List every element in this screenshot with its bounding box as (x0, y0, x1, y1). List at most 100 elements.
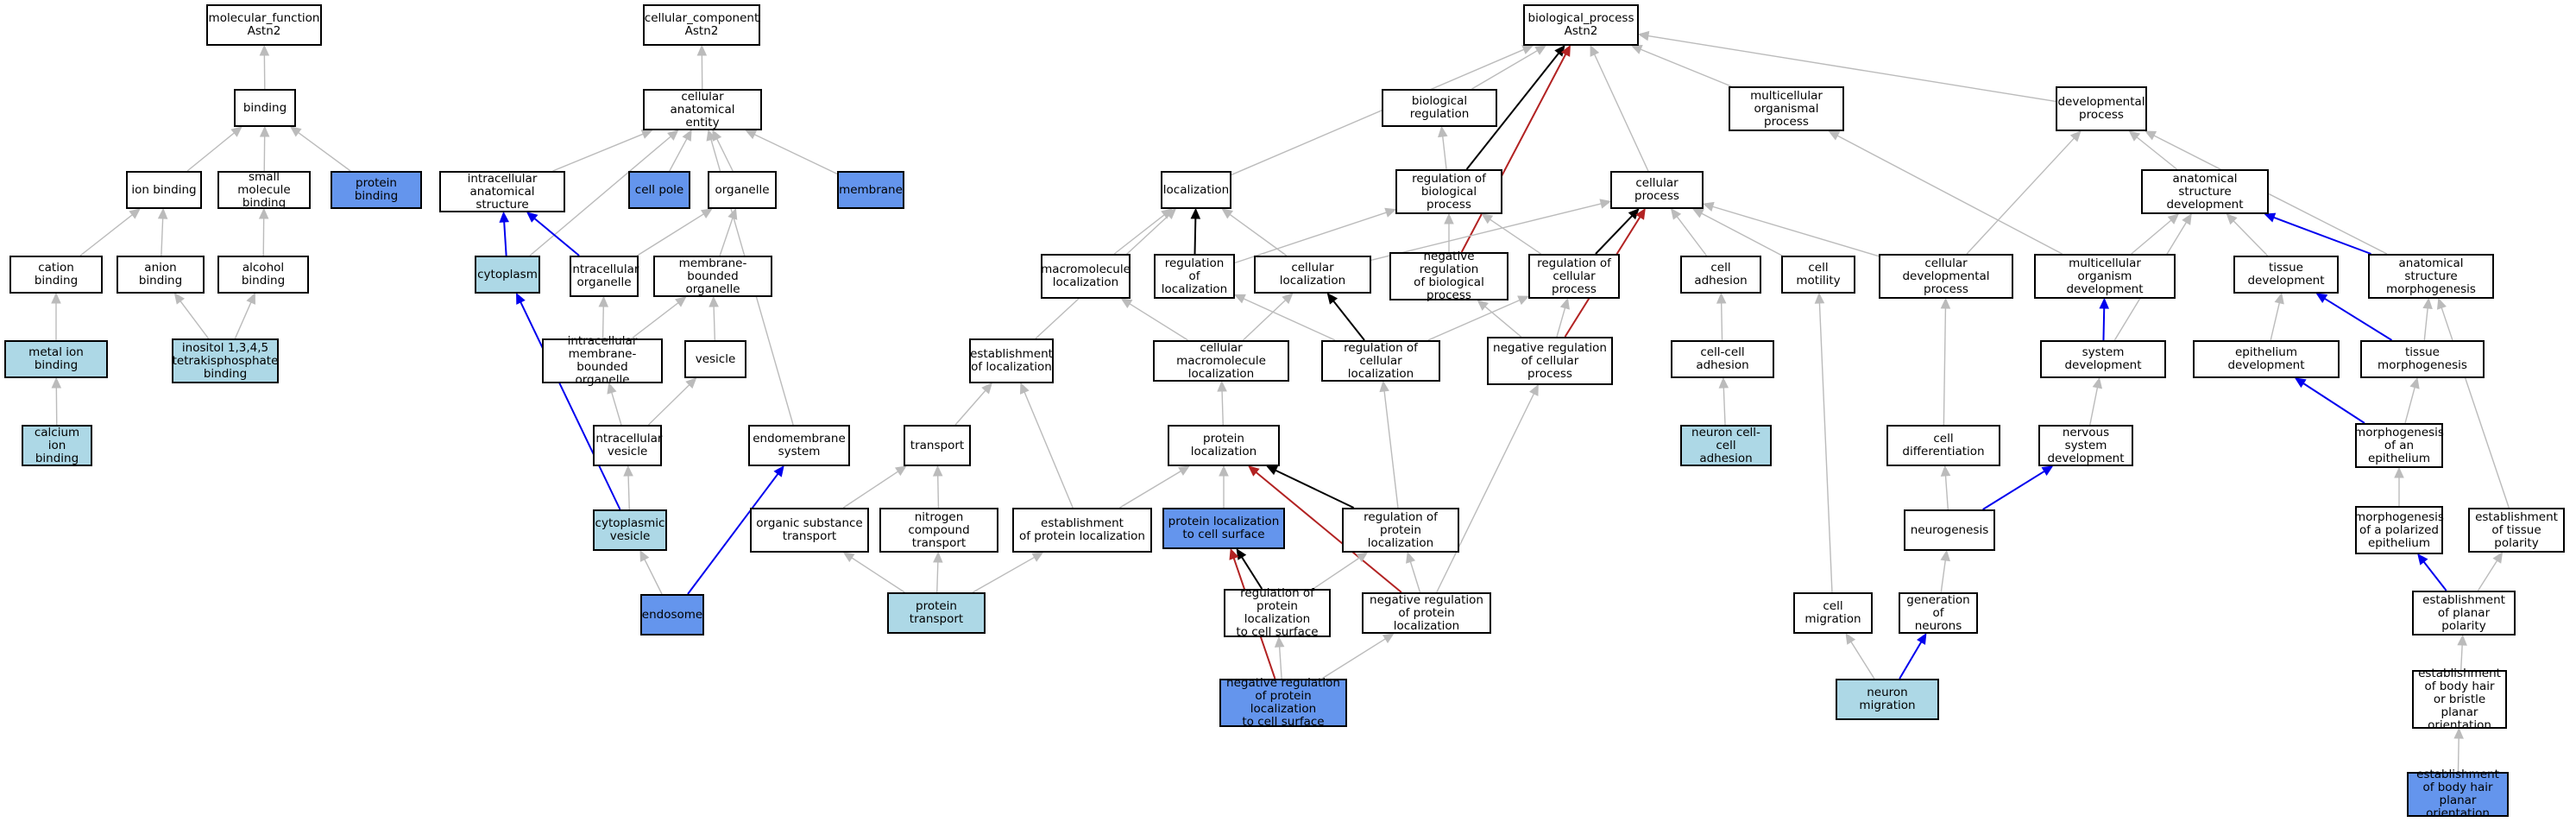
node-icvesicle: intracellular vesicle (593, 425, 662, 466)
edge-bioreg-to-bp (1471, 49, 1538, 90)
node-prot-trans: protein transport (887, 592, 986, 634)
arrowhead (1635, 207, 1646, 220)
node-cca: cell-cell adhesion (1671, 340, 1774, 378)
node-cell-proc: cellular process (1610, 171, 1704, 209)
node-cytoplasm: cytoplasm (475, 256, 540, 294)
node-cell-mig: cell migration (1793, 592, 1873, 634)
edge-icvesicle-to-vesicle (647, 384, 690, 426)
arrowhead (2041, 465, 2054, 476)
arrowhead (667, 130, 679, 141)
edge-sys-dev-to-multi-dev (2102, 307, 2106, 341)
node-cytovesicle: cytoplasmic vesicle (593, 509, 667, 551)
edge-est-pp-to-est-tp (2477, 560, 2498, 591)
arrowhead (1529, 383, 1539, 396)
arrowhead (2182, 212, 2192, 225)
node-localization: localization (1161, 171, 1231, 209)
arrowhead (1221, 208, 1234, 219)
edge-icorg-to-organelle (637, 213, 704, 256)
edge-cell-adh-to-cell-proc (1676, 216, 1707, 256)
arrowhead (1590, 44, 1600, 57)
edge-prot-loc-to-cml (1221, 390, 1224, 426)
edge-multi-proc-to-bp (1640, 48, 1732, 87)
arrowhead (516, 292, 526, 305)
node-inositol: inositol 1,3,4,5 tetrakisphosphate bindi… (172, 338, 279, 383)
arrowhead (1178, 465, 1190, 476)
node-mbo: membrane-bounded organelle (653, 256, 772, 297)
node-membrane: membrane (837, 171, 904, 209)
edge-neg-reg-plcs-to-reg-plcs (1278, 646, 1282, 680)
edge-reg-plcs-to-reg-pl (1313, 557, 1360, 590)
node-cell-diff: cell differentiation (1886, 425, 2000, 466)
arrowhead (246, 292, 255, 305)
edge-multi-dev-to-asd (2131, 219, 2172, 255)
node-dev-proc: developmental process (2056, 86, 2147, 131)
arrowhead (842, 552, 855, 563)
edge-icvesicle-to-imbo (611, 392, 622, 426)
arrowhead (2294, 377, 2307, 389)
edge-reg-cp-to-cell-proc (1595, 215, 1633, 255)
node-cell-loc: cellular localization (1254, 256, 1371, 294)
edge-protein-binding-to-binding (298, 131, 351, 172)
node-calcium: calcium ion binding (22, 425, 92, 466)
node-reg-cl: regulation of cellular localization (1321, 340, 1440, 382)
edge-icorg-to-ias (533, 218, 580, 256)
edge-cation-binding-to-ion-binding (79, 214, 133, 256)
arrowhead (1702, 201, 1715, 212)
arrowhead (1382, 633, 1395, 644)
node-binding: binding (234, 89, 296, 127)
node-cc: cellular_component Astn2 (643, 4, 760, 46)
arrowhead (2226, 213, 2238, 225)
arrowhead (1031, 552, 1044, 562)
arrowhead (696, 44, 708, 56)
edge-localization-to-bp (1231, 48, 1525, 176)
arrowhead (1917, 632, 1927, 645)
node-ncca: neuron cell-cell adhesion (1680, 425, 1772, 466)
edge-asm-to-dev-proc (2153, 135, 2388, 255)
arrowhead (499, 211, 509, 223)
edge-reg-loc-to-localization (1194, 218, 1197, 255)
edge-neg-reg-plcs-to-neg-reg-pl (1321, 638, 1386, 680)
arrowhead (1379, 380, 1389, 393)
arrowhead (2264, 212, 2277, 223)
edge-inositol-to-alcohol-binding (234, 301, 252, 339)
arrowhead (51, 292, 61, 304)
arrowhead (129, 208, 141, 219)
node-neg-reg-bp: negative regulation of biological proces… (1389, 250, 1508, 302)
arrowhead (1637, 30, 1650, 41)
edge-neg-reg-pl-to-reg-pl (1409, 561, 1421, 593)
edge-endosome-to-endomem (687, 473, 779, 595)
edge-membrane-to-cae (753, 134, 838, 175)
arrowhead (1940, 297, 1951, 309)
node-tissue-dev: tissue development (2233, 256, 2339, 294)
node-cell-dev: cellular developmental process (1879, 254, 2013, 299)
arrowhead (706, 129, 716, 142)
arrowhead (2128, 130, 2141, 142)
edge-reg-cl-to-reg-loc (1243, 298, 1336, 341)
arrowhead (1517, 295, 1530, 306)
edge-reg-loc-to-reg-bp (1234, 212, 1387, 264)
edge-neur-mig-to-gen-neur (1899, 641, 1923, 680)
arrowhead (1248, 465, 1260, 477)
edge-tissue-morph-to-tissue-dev (2324, 297, 2393, 341)
arrowhead (230, 126, 242, 137)
node-morph-epi: morphogenesis of an epithelium (2354, 423, 2444, 468)
node-multi-proc: multicellular organismal process (1729, 86, 1844, 131)
node-ion-binding: ion binding (126, 171, 202, 209)
edge-prot-trans-to-est-prot-loc (972, 556, 1036, 593)
edge-asm-to-asd (2273, 216, 2371, 255)
node-est-bh-po: establishment of body hair planar orient… (2407, 768, 2509, 820)
edge-neg-reg-cp-to-neg-reg-bp (1484, 306, 1522, 338)
edge-cca-to-cell-adh (1720, 302, 1723, 341)
arrowhead (639, 549, 650, 562)
node-transport: transport (904, 425, 971, 466)
edge-org-sub-to-transport (842, 471, 898, 509)
node-tissue-morph: tissue morphogenesis (2360, 340, 2485, 378)
node-endomem: endomembrane system (748, 425, 850, 466)
edge-reg-pl-to-prot-loc (1275, 469, 1355, 509)
edge-cml-to-macro-loc (1129, 303, 1188, 341)
node-neg-reg-pl: negative regulation of protein localizat… (1362, 592, 1491, 634)
edge-reg-bp-to-bioreg (1442, 136, 1447, 170)
arrowhead (2274, 292, 2284, 305)
arrowhead (682, 129, 692, 142)
arrowhead (1716, 292, 1727, 304)
